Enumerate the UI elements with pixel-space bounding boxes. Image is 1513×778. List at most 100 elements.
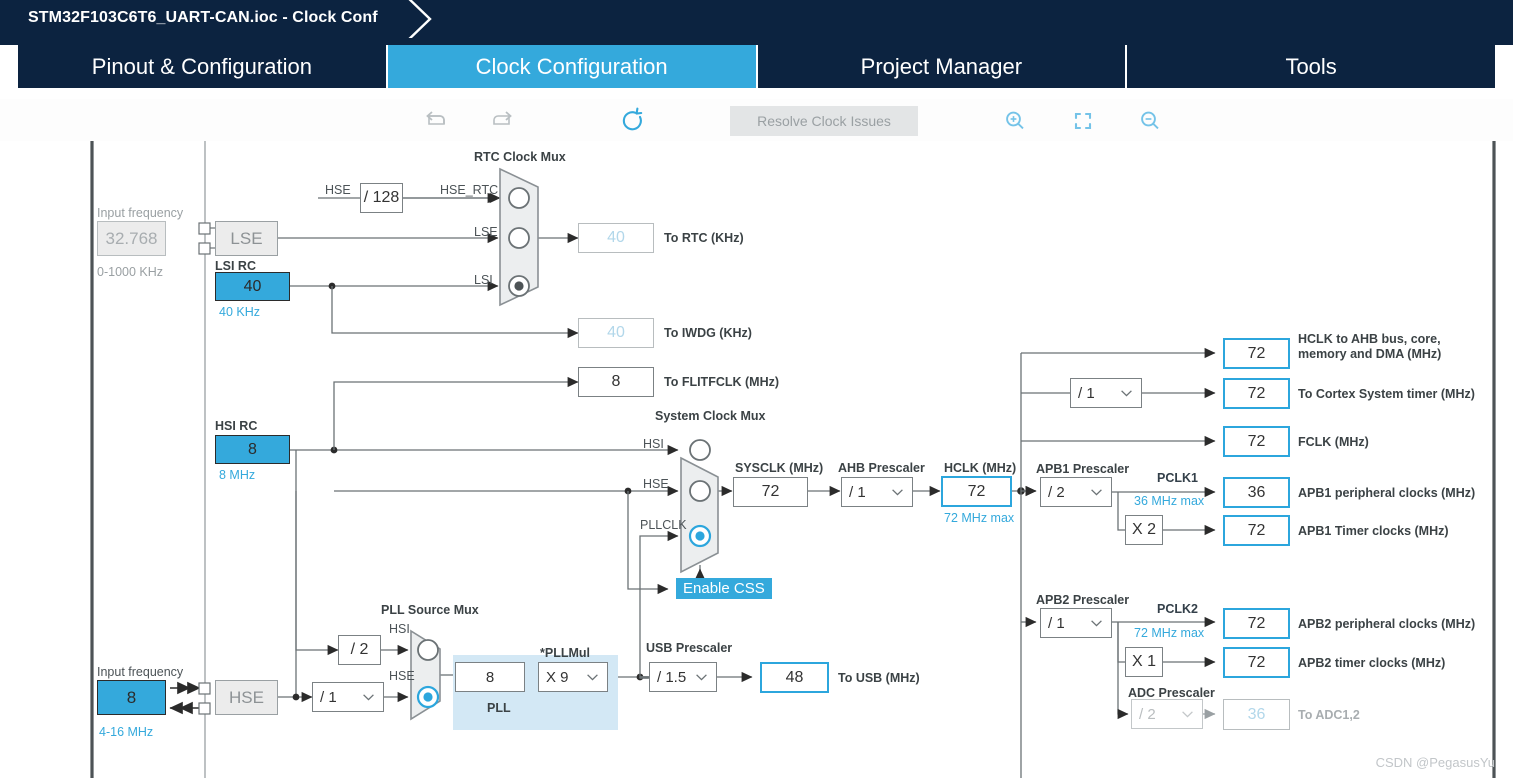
undo-icon[interactable] [420,106,450,136]
enable-css-button[interactable]: Enable CSS [676,578,772,599]
fclk-output-value: 72 [1223,426,1290,457]
lse-input-frequency-field[interactable]: 32.768 [97,221,166,256]
apb1-timer-multiplier: X 2 [1125,515,1163,545]
hsi-value-field[interactable]: 8 [215,435,290,464]
apb2-timer-output-value: 72 [1223,647,1290,678]
rtc-clock-mux-shape [499,167,539,307]
sys-mux-input-hsi-label: HSI [643,437,664,451]
watermark: CSDN @PegasusYu [1375,755,1495,770]
hse-range-label: 4-16 MHz [99,725,154,739]
fclk-output-label: FCLK (MHz) [1298,435,1369,449]
hclk-ahb-output-label-line1: HCLK to AHB bus, core, [1298,332,1441,346]
hse-rtc-divider: / 128 [360,183,403,213]
hclk-ahb-output-value: 72 [1223,338,1290,369]
chevron-down-icon [1091,620,1102,627]
zoom-out-icon[interactable] [1135,106,1165,136]
main-tab-bar: Pinout & Configuration Clock Configurati… [0,45,1513,140]
cortex-timer-output-label: To Cortex System timer (MHz) [1298,387,1475,401]
tab-tools[interactable]: Tools [1127,45,1495,88]
usb-prescaler-label: USB Prescaler [646,641,733,655]
apb1-timer-output-label: APB1 Timer clocks (MHz) [1298,524,1449,538]
cortex-timer-output-value: 72 [1223,378,1290,409]
clock-tree-canvas[interactable]: PLL 8 *PLLMul X 9 Input frequency 32.768… [0,141,1513,778]
pll-source-mux-title: PLL Source Mux [381,603,479,617]
hse-rtc-label: HSE_RTC [440,183,499,197]
pll-panel-label: PLL [487,701,511,715]
window-title: STM32F103C6T6_UART-CAN.ioc - Clock Conf [28,9,378,26]
apb1-timer-output-value: 72 [1223,515,1290,546]
to-rtc-label: To RTC (KHz) [664,231,744,245]
system-clock-mux-shape [680,439,719,574]
pllmul-select[interactable]: X 9 [538,662,608,692]
tab-clock-configuration[interactable]: Clock Configuration [387,45,758,88]
to-iwdg-value: 40 [578,318,654,348]
pll-input-value[interactable]: 8 [455,662,525,692]
resolve-clock-issues-button[interactable]: Resolve Clock Issues [730,106,918,136]
hse-input-frequency-label: Input frequency [97,665,184,679]
to-rtc-value: 40 [578,223,654,253]
lse-source-box[interactable]: LSE [215,221,278,256]
lsi-unit-label: 40 KHz [219,305,260,319]
apb2-timer-output-label: APB2 timer clocks (MHz) [1298,656,1446,670]
apb2-timer-multiplier: X 1 [1125,647,1163,677]
hse-input-frequency-field[interactable]: 8 [97,680,166,715]
to-usb-value: 48 [760,662,829,693]
pllmul-label: *PLLMul [540,646,590,660]
fit-to-screen-icon[interactable] [1068,106,1098,136]
sys-mux-input-pllclk-label: PLLCLK [640,518,687,532]
tab-project-manager[interactable]: Project Manager [757,45,1128,88]
hsi-rc-label: HSI RC [215,419,258,433]
apb1-peripheral-output-label: APB1 peripheral clocks (MHz) [1298,486,1476,500]
adc-prescaler-select[interactable]: / 2 [1131,699,1203,729]
cortex-prescaler-select[interactable]: / 1 [1070,378,1142,408]
ahb-prescaler-select[interactable]: / 1 [841,477,913,507]
hse-source-box[interactable]: HSE [215,680,278,715]
apb2-prescaler-value: / 1 [1048,614,1065,632]
rtc-clock-mux-title: RTC Clock Mux [474,150,566,164]
lsi-rc-label: LSI RC [215,259,256,273]
pll-hsi-divider: / 2 [338,635,381,665]
zoom-in-icon[interactable] [1000,106,1030,136]
hclk-value-field[interactable]: 72 [941,476,1012,507]
to-adc-label: To ADC1,2 [1298,708,1360,722]
tab-pinout-configuration[interactable]: Pinout & Configuration [18,45,388,88]
apb2-peripheral-output-label: APB2 peripheral clocks (MHz) [1298,617,1476,631]
chevron-down-icon [696,674,707,681]
usb-prescaler-value: / 1.5 [657,668,687,686]
to-adc-value: 36 [1223,699,1290,730]
ahb-prescaler-value: / 1 [849,483,866,501]
redo-icon[interactable] [488,106,518,136]
adc-prescaler-label: ADC Prescaler [1128,686,1215,700]
chevron-down-icon [587,674,598,681]
apb1-prescaler-select[interactable]: / 2 [1040,477,1112,507]
rtc-mux-input-lse-label: LSE [474,225,498,239]
refresh-icon[interactable] [618,106,648,136]
adc-prescaler-value: / 2 [1139,705,1156,723]
lsi-value-field[interactable]: 40 [215,272,290,301]
usb-prescaler-select[interactable]: / 1.5 [649,662,717,692]
pll-mux-input-hsi-label: HSI [389,622,410,636]
apb2-prescaler-select[interactable]: / 1 [1040,608,1112,638]
clock-tree-wiring [90,141,1496,778]
apb1-prescaler-value: / 2 [1048,483,1065,501]
apb1-peripheral-output-value: 36 [1223,477,1290,508]
cortex-prescaler-value: / 1 [1078,384,1095,402]
apb1-max-label: 36 MHz max [1134,494,1205,508]
apb2-peripheral-output-value: 72 [1223,608,1290,639]
chevron-down-icon [1121,390,1132,397]
pclk1-label: PCLK1 [1157,471,1198,485]
title-underline [0,38,1513,45]
window-title-bar: STM32F103C6T6_UART-CAN.ioc - Clock Conf [0,0,1513,45]
to-flitfclk-value: 8 [578,367,654,397]
chevron-down-icon [1182,711,1193,718]
to-iwdg-label: To IWDG (KHz) [664,326,752,340]
system-clock-mux-title: System Clock Mux [655,409,766,423]
pllmul-value: X 9 [546,668,569,686]
sysclk-value: 72 [733,477,808,507]
sys-mux-input-hse-label: HSE [643,477,669,491]
hse-divider-select[interactable]: / 1 [312,682,384,712]
chevron-down-icon [892,489,903,496]
title-chevron-icon [403,0,432,45]
apb1-prescaler-label: APB1 Prescaler [1036,462,1130,476]
pll-source-mux-shape [410,629,441,721]
